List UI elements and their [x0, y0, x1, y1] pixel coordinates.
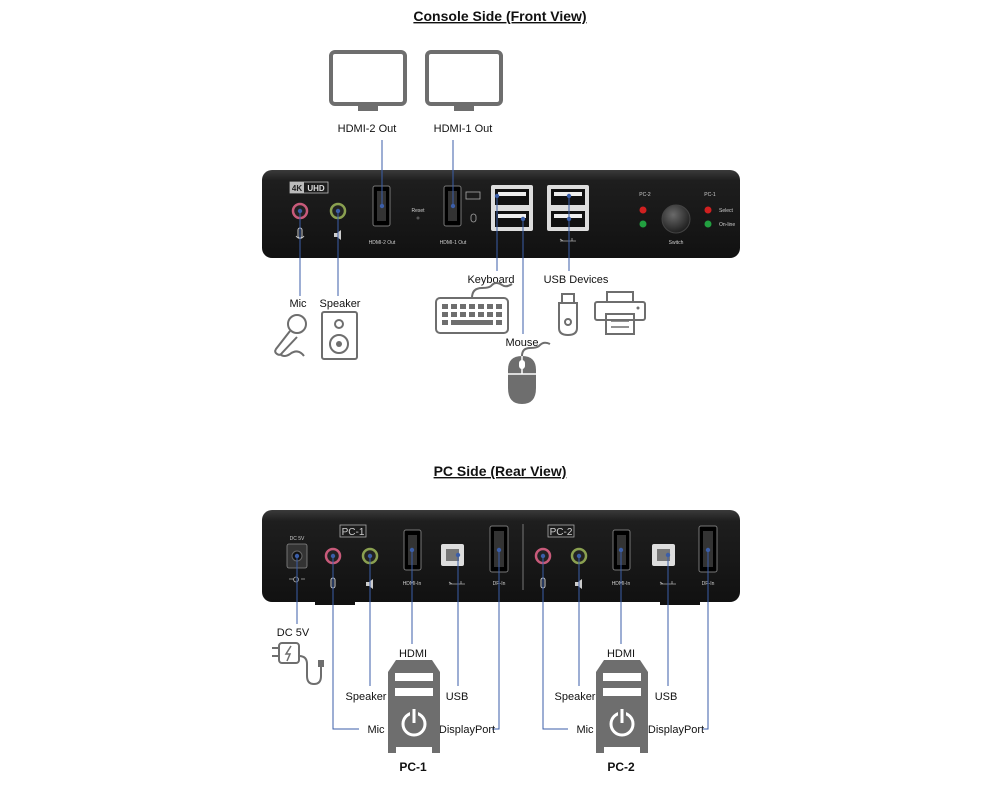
pc2-tower-icon	[596, 660, 648, 753]
kvm-front-panel: 4K UHD Reset HDMI-2 Out HDMI-1 Out	[262, 170, 740, 258]
pc1-select-led	[704, 206, 712, 214]
printer-icon	[594, 291, 646, 335]
pc2-label-speaker: Speaker	[555, 691, 596, 703]
pc1-label-hdmi: HDMI	[399, 648, 427, 660]
pc1-label-displayport: DisplayPort	[439, 724, 495, 736]
power-adapter-icon	[272, 642, 324, 686]
pc2-name: PC-2	[607, 760, 635, 774]
switch-button	[661, 204, 691, 234]
label-hdmi2-out: HDMI-2 Out	[338, 123, 397, 135]
pc1-label-speaker: Speaker	[346, 691, 387, 703]
mouse-glyph-icon	[470, 213, 477, 223]
pc1-name: PC-1	[399, 760, 427, 774]
keyboard-glyph-icon	[465, 191, 481, 200]
pc1-online-led	[704, 220, 712, 228]
usb-flash-drive-icon	[558, 293, 578, 337]
panel-hdmi1-label: HDMI-1 Out	[440, 240, 467, 246]
panel-pc1-box-label: PC-1	[342, 527, 365, 538]
label-keyboard: Keyboard	[467, 274, 514, 286]
label-mic: Mic	[289, 298, 307, 310]
speaker-icon	[321, 311, 358, 360]
label-usb-devices: USB Devices	[544, 274, 609, 286]
rear-view-title: PC Side (Rear View)	[434, 463, 567, 479]
rear-wires	[296, 550, 709, 730]
pc1-mic-symbol-icon	[330, 577, 336, 589]
dc-polarity-icon	[289, 576, 305, 583]
pc2-mic-symbol-icon	[540, 577, 546, 589]
front-wires	[299, 140, 570, 334]
panel-pc2-box-label: PC-2	[550, 527, 573, 538]
label-mouse: Mouse	[505, 337, 538, 349]
pc1-tower-icon	[388, 660, 440, 753]
panel-pc1-label: PC-1	[704, 192, 716, 198]
pc2-label-usb: USB	[655, 691, 678, 703]
pc2-online-led	[639, 220, 647, 228]
badge-uhd: UHD	[307, 184, 325, 193]
rear-wire-dots	[294, 547, 711, 559]
reset-label: Reset	[411, 208, 425, 214]
pc2-label-hdmi: HDMI	[607, 648, 635, 660]
pc2-label-mic: Mic	[576, 724, 594, 736]
front-wire-dots	[297, 193, 572, 222]
label-speaker: Speaker	[320, 298, 361, 310]
mouse-icon	[508, 341, 551, 404]
pc2-label-displayport: DisplayPort	[648, 724, 704, 736]
panel-online-label: On-line	[719, 222, 735, 228]
monitor-hdmi1-icon	[425, 50, 503, 111]
front-view-title: Console Side (Front View)	[413, 8, 586, 24]
pc1-label-usb: USB	[446, 691, 469, 703]
pc1-label-mic: Mic	[367, 724, 385, 736]
microphone-icon	[274, 314, 307, 357]
panel-select-label: Select	[719, 208, 734, 214]
label-hdmi1-out: HDMI-1 Out	[434, 123, 493, 135]
reset-button	[416, 216, 420, 220]
panel-switch-label: Switch	[669, 240, 684, 246]
panel-pc2-label: PC-2	[639, 192, 651, 198]
panel-dc5v-label: DC 5V	[290, 536, 305, 542]
label-dc5v: DC 5V	[277, 627, 310, 639]
monitor-hdmi2-icon	[329, 50, 407, 111]
keyboard-icon	[435, 282, 513, 334]
usb-symbol-icon	[559, 238, 576, 242]
pc2-select-led	[639, 206, 647, 214]
badge-4k: 4K	[292, 184, 302, 193]
pc1-usb-symbol-icon	[448, 581, 465, 585]
panel-hdmi2-label: HDMI-2 Out	[369, 240, 396, 246]
